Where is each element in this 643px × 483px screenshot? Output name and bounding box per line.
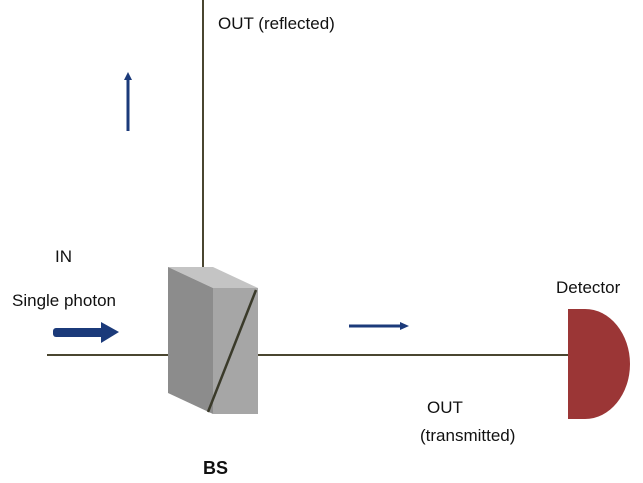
cube-top-face (168, 267, 258, 288)
detector-label: Detector (556, 278, 621, 297)
detector-icon (568, 309, 630, 419)
photon-arrow-icon (53, 322, 119, 343)
single-photon-label: Single photon (12, 291, 116, 310)
cube-side-face (168, 267, 213, 414)
transmitted-arrow-icon (349, 322, 409, 330)
transmitted-label: (transmitted) (420, 426, 516, 445)
beam-splitter-label: BS (203, 458, 229, 478)
splitter-mirror (206, 289, 258, 413)
cube-front-face (213, 288, 258, 414)
out-reflected-label: OUT (reflected) (218, 14, 335, 33)
beam-splitter-cube (168, 267, 258, 414)
in-label: IN (55, 247, 72, 266)
reflected-arrow-icon (124, 72, 132, 131)
out-transmitted-label: OUT (427, 398, 463, 417)
